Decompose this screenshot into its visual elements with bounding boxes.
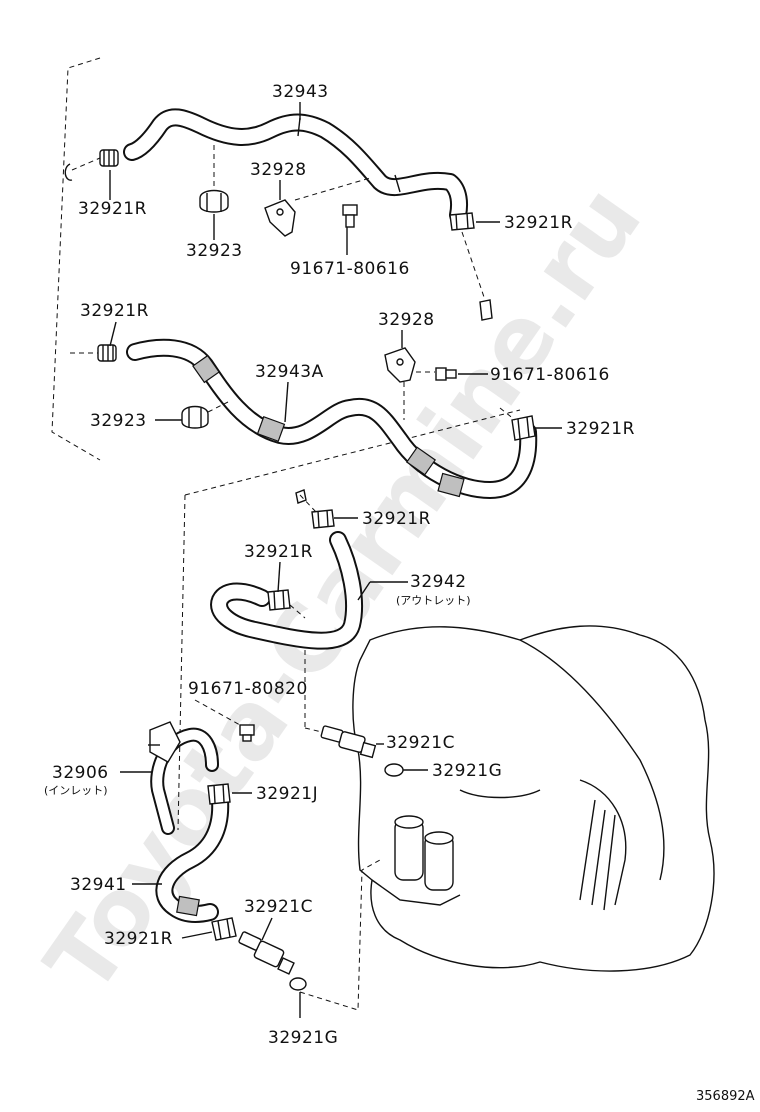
label-32941: 32941: [70, 875, 127, 895]
label-32921j: 32921J: [256, 784, 318, 804]
label-91671-80616-top: 91671-80616: [290, 259, 410, 279]
fitting-32921c-lower: [238, 931, 295, 975]
label-32928-mid: 32928: [378, 310, 435, 330]
transmission-housing: [352, 625, 715, 972]
label-32921r-outlet-mid: 32921R: [244, 542, 313, 562]
label-32928-top: 32928: [250, 160, 307, 180]
hose-32941: [155, 791, 230, 923]
clamp-32923-mid: [181, 401, 229, 429]
label-32906-inlet-note: (インレット): [44, 784, 108, 797]
label-32921r-top-right: 32921R: [504, 213, 573, 233]
fitting-32921c-upper: [304, 725, 377, 759]
bolt-91671-80820: [194, 699, 255, 742]
hose-32943a: [126, 338, 538, 499]
clamp-32921r-outlet-top: [295, 489, 335, 529]
clamp-32921r-outlet-mid: [267, 589, 306, 619]
upper-group-divider: [184, 409, 521, 496]
clamp-32921r-mid-right: [499, 407, 536, 441]
label-32923-mid: 32923: [90, 411, 147, 431]
label-32923-top: 32923: [186, 241, 243, 261]
o-ring-32921g-upper: [384, 763, 404, 777]
upper-group-outline: [51, 57, 101, 461]
bolt-91671-80616-top: [342, 204, 358, 255]
pipe-32906: [148, 721, 219, 835]
label-32906: 32906: [52, 763, 109, 783]
label-32921c-lower: 32921C: [244, 897, 313, 917]
clamp-32921j: [207, 783, 231, 805]
label-32921r-lower: 32921R: [104, 929, 173, 949]
leader-lines: [109, 102, 562, 1018]
bolt-91671-80616-mid: [435, 367, 457, 381]
label-32942: 32942: [410, 572, 467, 592]
label-32942-outlet-note: (アウトレット): [396, 594, 471, 607]
label-32921g-upper: 32921G: [432, 761, 502, 781]
lower-guide-line: [299, 859, 381, 1011]
o-ring-32921g-lower: [289, 977, 307, 991]
hose-32943: [123, 108, 468, 224]
clamp-32921r-top-right: [449, 212, 493, 321]
label-32921r-outlet-top: 32921R: [362, 509, 431, 529]
bracket-32928-top: [264, 177, 371, 237]
label-32943: 32943: [272, 82, 329, 102]
hose-32942: [210, 531, 363, 650]
clamp-32923-top: [199, 145, 229, 213]
label-91671-80820: 91671-80820: [188, 679, 308, 699]
diagram-reference-number: 356892A: [696, 1089, 755, 1104]
label-32921r-mid-right: 32921R: [566, 419, 635, 439]
label-32921r-mid-left: 32921R: [80, 301, 149, 321]
clamp-32921r-lower: [211, 917, 237, 941]
label-91671-80616-mid: 91671-80616: [490, 365, 610, 385]
clamp-32921r-mid-left: [70, 344, 117, 362]
bracket-32928-mid: [384, 347, 435, 420]
label-32921r-top-left: 32921R: [78, 199, 147, 219]
label-32921c-upper: 32921C: [386, 733, 455, 753]
lower-group-outline: [177, 494, 186, 831]
clamp-32921r-top-left: [64, 149, 119, 181]
label-32943a: 32943A: [255, 362, 324, 382]
label-32921g-lower: 32921G: [268, 1028, 338, 1048]
